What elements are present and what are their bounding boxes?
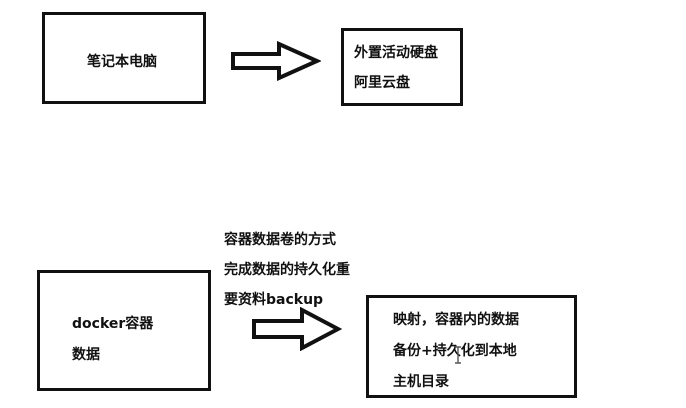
- host-mapping-line-2: 备份+持久化到本地: [393, 343, 517, 359]
- host-mapping-box: 映射，容器内的数据 备份+持久化到本地 主机目录: [366, 295, 577, 398]
- host-mapping-line-3: 主机目录: [393, 374, 449, 390]
- right-arrow-icon: [252, 307, 342, 351]
- laptop-box: 笔记本电脑: [42, 12, 206, 104]
- storage-line-1: 外置活动硬盘: [354, 45, 438, 61]
- storage-line-2: 阿里云盘: [354, 75, 410, 91]
- volume-note-line-2: 完成数据的持久化重: [224, 262, 350, 278]
- volume-note-line-3: 要资料backup: [224, 292, 324, 308]
- host-mapping-line-1: 映射，容器内的数据: [393, 312, 519, 328]
- docker-data-box: docker容器 数据: [37, 270, 211, 391]
- volume-note-line-1: 容器数据卷的方式: [224, 232, 336, 248]
- text-cursor-icon: [455, 346, 461, 364]
- docker-data-line-2: 数据: [72, 347, 100, 363]
- docker-data-line-1: docker容器: [72, 316, 154, 332]
- storage-box: 外置活动硬盘 阿里云盘: [341, 28, 463, 106]
- right-arrow-icon: [231, 41, 321, 81]
- laptop-label: 笔记本电脑: [87, 54, 157, 70]
